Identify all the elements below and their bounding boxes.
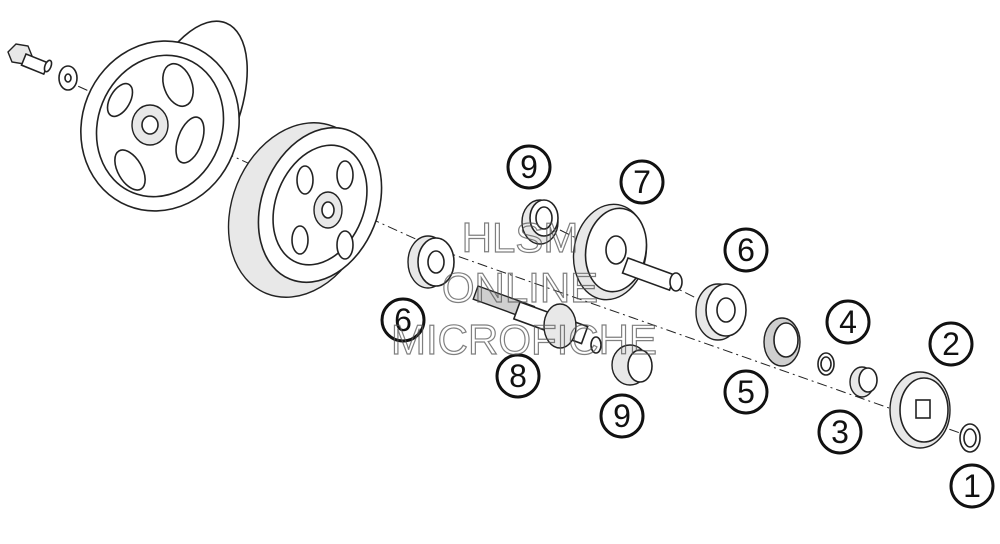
o-ring-part — [817, 352, 835, 376]
callout-label: 9 — [520, 149, 538, 185]
bushing-part-lower — [611, 344, 653, 386]
mainshaft-part — [472, 285, 602, 354]
callout-7: 7 — [619, 159, 665, 205]
flywheel-part — [80, 20, 249, 212]
watermark: HLSM ONLINE MICROFICHE — [390, 213, 657, 363]
callout-label: 8 — [509, 358, 527, 394]
callout-4: 4 — [825, 299, 871, 345]
callout-label: 3 — [831, 414, 849, 450]
callout-9-upper: 9 — [506, 144, 552, 190]
bearing-part-left — [407, 235, 455, 289]
washer-part — [58, 65, 78, 91]
callout-label: 6 — [394, 302, 412, 338]
callout-label: 6 — [737, 232, 755, 268]
oil-seal-part — [763, 317, 801, 367]
callout-3: 3 — [817, 409, 863, 455]
callout-8: 8 — [495, 353, 541, 399]
callout-6-left: 6 — [380, 297, 426, 343]
circlip-part — [959, 423, 981, 453]
spacer-part — [849, 366, 878, 398]
callout-label: 9 — [613, 398, 631, 434]
callout-5: 5 — [723, 369, 769, 415]
callout-6-right: 6 — [723, 227, 769, 273]
callout-label: 2 — [942, 326, 960, 362]
bushing-part-upper — [521, 199, 559, 245]
countershaft-gear-part — [572, 203, 683, 301]
callout-label: 5 — [737, 374, 755, 410]
watermark-line-3: MICROFICHE — [391, 316, 657, 363]
callout-1: 1 — [949, 463, 995, 509]
watermark-line-1: HLSM — [462, 214, 579, 261]
callout-label: 4 — [839, 304, 857, 340]
callout-9-lower: 9 — [599, 393, 645, 439]
sprocket-part — [889, 371, 951, 449]
callout-label: 1 — [963, 468, 981, 504]
callout-label: 7 — [633, 164, 651, 200]
clutch-gear-part — [227, 122, 383, 298]
callout-2: 2 — [928, 321, 974, 367]
bolt-part — [7, 43, 53, 76]
bearing-part-right — [695, 283, 747, 341]
watermark-line-2: ONLINE — [442, 264, 598, 311]
